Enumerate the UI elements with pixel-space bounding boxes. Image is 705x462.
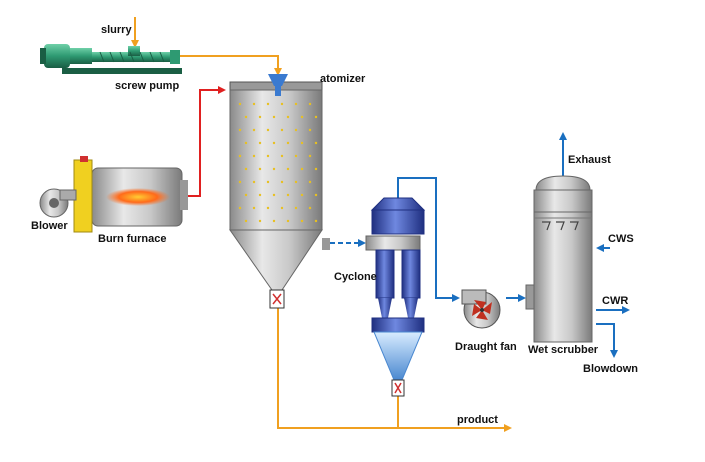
product-line-dryer (277, 308, 512, 432)
spray-dot (308, 102, 312, 106)
spray-dot (252, 102, 256, 106)
spray-dot (266, 154, 270, 158)
spray-dot (286, 141, 290, 145)
spray-dot (294, 128, 298, 132)
spray-dot (286, 193, 290, 197)
label-atomizer: atomizer (320, 73, 366, 85)
spray-dot (272, 193, 276, 197)
label-product: product (457, 414, 498, 426)
spray-dot (238, 128, 242, 132)
flow-lines (131, 17, 630, 432)
spray-dot (314, 141, 318, 145)
spray-dot (266, 180, 270, 184)
spray-dot (238, 102, 242, 106)
label-draught-fan: Draught fan (455, 341, 517, 353)
spray-dot (266, 128, 270, 132)
spray-dot (244, 141, 248, 145)
flame-icon (106, 188, 170, 206)
draught-fan (461, 289, 501, 329)
label-slurry: slurry (101, 24, 132, 36)
spray-dot (258, 167, 262, 171)
spray-dot (300, 167, 304, 171)
spray-dot (244, 167, 248, 171)
label-cyclone: Cyclone (334, 271, 377, 283)
spray-dot (280, 206, 284, 210)
spray-dot (294, 154, 298, 158)
fan-icon (472, 300, 492, 320)
spray-dot (286, 167, 290, 171)
blower (39, 188, 77, 218)
label-cwr: CWR (602, 295, 628, 307)
spray-dot (244, 219, 248, 223)
spray-dot (258, 219, 262, 223)
spray-dot (238, 206, 242, 210)
spray-dot (314, 115, 318, 119)
spray-dot (294, 102, 298, 106)
label-screw-pump: screw pump (115, 80, 179, 92)
spray-dot (308, 206, 312, 210)
spray-dot (308, 128, 312, 132)
label-wet-scrubber: Wet scrubber (528, 344, 599, 356)
label-blowdown: Blowdown (583, 363, 638, 375)
cyclone-to-fan-line (397, 177, 460, 302)
spray-dot (266, 102, 270, 106)
spray-dot (272, 141, 276, 145)
spray-dot (244, 193, 248, 197)
blowdown-line (596, 323, 618, 358)
hot-air-line (186, 86, 226, 197)
burn-furnace (73, 156, 188, 233)
spray-dot (266, 206, 270, 210)
dryer-spray-dots (238, 102, 318, 223)
spray-dot (294, 206, 298, 210)
spray-dot (308, 154, 312, 158)
spray-dot (272, 167, 276, 171)
spray-dot (238, 154, 242, 158)
spray-dot (286, 115, 290, 119)
label-burn-furnace: Burn furnace (98, 233, 166, 245)
spray-dot (280, 102, 284, 106)
spray-dot (314, 167, 318, 171)
spray-dot (238, 180, 242, 184)
spray-dot (258, 193, 262, 197)
screw-pump (40, 44, 182, 74)
spray-dot (286, 219, 290, 223)
spray-dot (300, 141, 304, 145)
spray-dot (252, 128, 256, 132)
spray-dot (244, 115, 248, 119)
spray-dot (280, 154, 284, 158)
label-blower: Blower (31, 220, 68, 232)
label-cws: CWS (608, 233, 634, 245)
spray-dot (272, 219, 276, 223)
spray-dot (300, 219, 304, 223)
spray-dot (300, 193, 304, 197)
spray-dot (252, 180, 256, 184)
spray-dot (258, 141, 262, 145)
spray-dot (280, 180, 284, 184)
wet-scrubber (525, 175, 593, 343)
spray-dot (252, 154, 256, 158)
spray-dot (314, 193, 318, 197)
spray-dot (294, 180, 298, 184)
spray-dot (252, 206, 256, 210)
spray-dot (308, 180, 312, 184)
label-exhaust: Exhaust (568, 154, 611, 166)
spray-dot (280, 128, 284, 132)
spray-dot (314, 219, 318, 223)
spray-dot (258, 115, 262, 119)
spray-dryer (229, 74, 330, 309)
pump-to-atomizer-line (180, 55, 282, 76)
cyclone (365, 197, 426, 397)
atomizer-icon (268, 74, 288, 96)
spray-dot (300, 115, 304, 119)
labels: slurry screw pump atomizer Blower Burn f… (31, 24, 638, 426)
spray-dot (272, 115, 276, 119)
